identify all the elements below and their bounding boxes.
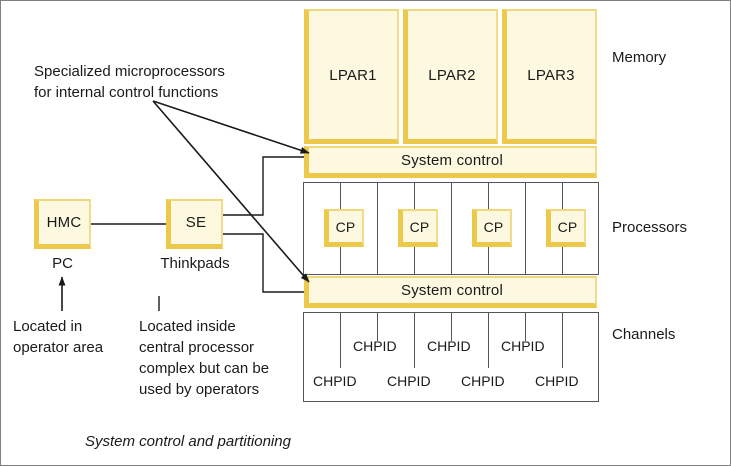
system-control-processors: System control	[304, 276, 597, 308]
cp-box-3-label: CP	[483, 218, 504, 235]
chpid-lower-1: CHPID	[313, 373, 357, 389]
processor-divider	[525, 183, 526, 274]
channel-divider	[451, 313, 452, 341]
annotation-arrow-to-memory-control	[152, 100, 310, 154]
chpid-upper-2: CHPID	[427, 338, 471, 354]
processor-divider	[377, 183, 378, 274]
lpar-box-2-label: LPAR2	[428, 66, 476, 84]
cp-box-3: CP	[472, 209, 512, 247]
row-label-channels: Channels	[612, 326, 676, 343]
annotation-specialized-microprocessors: Specialized microprocessors for internal…	[34, 63, 225, 101]
hmc-box: HMC	[34, 199, 91, 249]
lpar-box-1-label: LPAR1	[329, 66, 377, 84]
cp-box-2: CP	[398, 209, 438, 247]
system-control-processors-label: System control	[401, 282, 503, 299]
lpar-box-1: LPAR1	[304, 9, 399, 144]
channel-divider	[414, 313, 415, 368]
se-to-memory-control-link	[223, 156, 304, 216]
row-label-processors: Processors	[612, 219, 688, 236]
se-box-label: SE	[185, 214, 207, 231]
channel-divider	[488, 313, 489, 368]
processor-divider	[451, 183, 452, 274]
chpid-lower-3: CHPID	[461, 373, 505, 389]
cp-box-2-label: CP	[409, 218, 430, 235]
chpid-upper-3: CHPID	[501, 338, 545, 354]
cp-box-1-label: CP	[335, 218, 356, 235]
system-control-memory: System control	[304, 146, 597, 178]
chpid-upper-1: CHPID	[353, 338, 397, 354]
channel-divider	[377, 313, 378, 341]
se-sub-label: Thinkpads	[160, 255, 230, 272]
se-box: SE	[166, 199, 223, 249]
cp-box-4: CP	[546, 209, 586, 247]
se-to-processor-control-link	[223, 233, 304, 293]
system-control-memory-label: System control	[401, 152, 503, 169]
channel-divider	[562, 313, 563, 368]
cp-box-1: CP	[324, 209, 364, 247]
note-se-location: Located inside central processor complex…	[139, 318, 270, 398]
cp-box-4-label: CP	[557, 218, 578, 235]
hmc-box-label: HMC	[46, 214, 82, 231]
chpid-lower-2: CHPID	[387, 373, 431, 389]
lpar-box-2: LPAR2	[403, 9, 498, 144]
hmc-sub-label: PC	[52, 255, 73, 272]
channel-divider	[340, 313, 341, 368]
lpar-box-3: LPAR3	[502, 9, 597, 144]
note-hmc-location: Located in operator area	[13, 318, 104, 356]
row-label-memory: Memory	[612, 49, 667, 66]
lpar-box-3-label: LPAR3	[527, 66, 575, 84]
figure-caption: System control and partitioning	[85, 433, 291, 450]
channel-divider	[525, 313, 526, 341]
chpid-lower-4: CHPID	[535, 373, 579, 389]
